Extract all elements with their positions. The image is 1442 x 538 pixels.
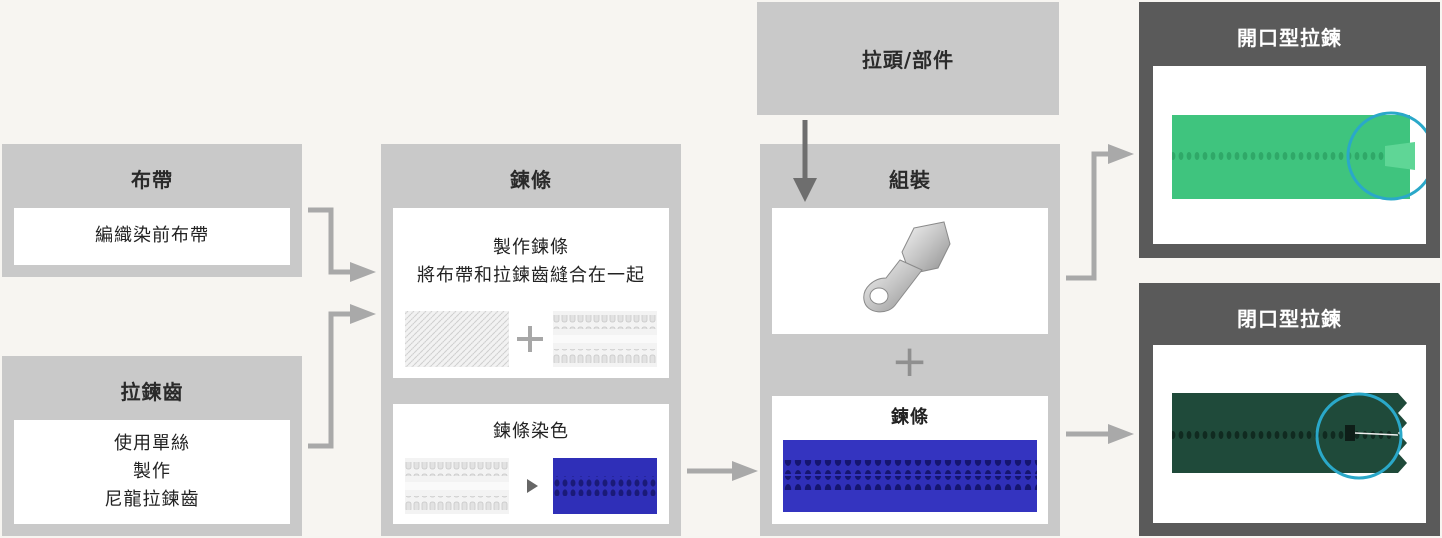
assembly-title: 組裝 [889,168,931,192]
tape-to-chain-connector [308,207,352,275]
teeth-line-1: 使用單絲 [114,433,190,454]
tape-swatch-image [405,311,509,367]
closed-zipper-card [1153,345,1426,523]
teeth-swatch-image [553,311,657,367]
slider-card [772,208,1048,334]
zipper-slider-icon [863,221,951,313]
slider-title: 拉頭/部件 [861,48,955,72]
tape-title: 布帶 [131,168,173,192]
dyed-chain-image [553,458,657,514]
teeth-card: 使用單絲 製作 尼龍拉鍊齒 [14,420,290,524]
teeth-panel: 拉鍊齒 使用單絲 製作 尼龍拉鍊齒 [2,356,302,536]
undyed-chain-image [405,458,509,514]
open-zipper-panel: 開口型拉鍊 [1139,2,1440,258]
teeth-line-3: 尼龍拉鍊齒 [104,489,200,510]
closed-zipper-title: 閉口型拉鍊 [1237,307,1342,331]
chain-make-line-2: 將布帶和拉鍊齒縫合在一起 [417,265,645,286]
teeth-to-chain-connector [308,311,352,449]
chain-make-line-1: 製作鍊條 [493,237,569,258]
assembly-panel: 組裝 + 鍊條 [760,144,1060,536]
arrow-right-icon [350,262,376,282]
teeth-title: 拉鍊齒 [120,380,184,404]
assembly-to-open-connector [1066,151,1110,281]
open-zipper-card [1153,66,1426,244]
chain-make-card: 製作鍊條 將布帶和拉鍊齒縫合在一起 [393,208,669,378]
assembly-chain-card: 鍊條 [772,396,1048,524]
closed-zipper-image [1172,392,1407,480]
tape-panel: 布帶 編織染前布帶 [2,144,302,277]
open-zipper-title: 開口型拉鍊 [1237,26,1342,50]
teeth-line-2: 製作 [133,461,171,482]
slider-panel: 拉頭/部件 [757,2,1059,115]
chain-panel: 鍊條 製作鍊條 將布帶和拉鍊齒縫合在一起 [381,144,681,536]
open-zipper-image [1172,111,1426,201]
assembly-chain-label: 鍊條 [891,407,929,428]
triangle-right-icon [527,479,538,493]
arrow-right-icon [1108,144,1134,164]
arrow-right-icon [350,304,376,324]
closed-zipper-panel: 閉口型拉鍊 [1139,283,1440,536]
chain-title: 鍊條 [510,168,552,192]
blue-chain-image [783,440,1037,512]
chain-dye-title: 鍊條染色 [493,421,569,442]
chain-dye-card: 鍊條染色 [393,404,669,524]
assembly-plus-icon: + [891,336,929,387]
arrow-right-icon [732,461,758,481]
plus-icon [517,326,543,352]
tape-card: 編織染前布帶 [14,208,290,265]
arrow-right-icon [1108,424,1134,444]
tape-description: 編織染前布帶 [95,225,209,246]
